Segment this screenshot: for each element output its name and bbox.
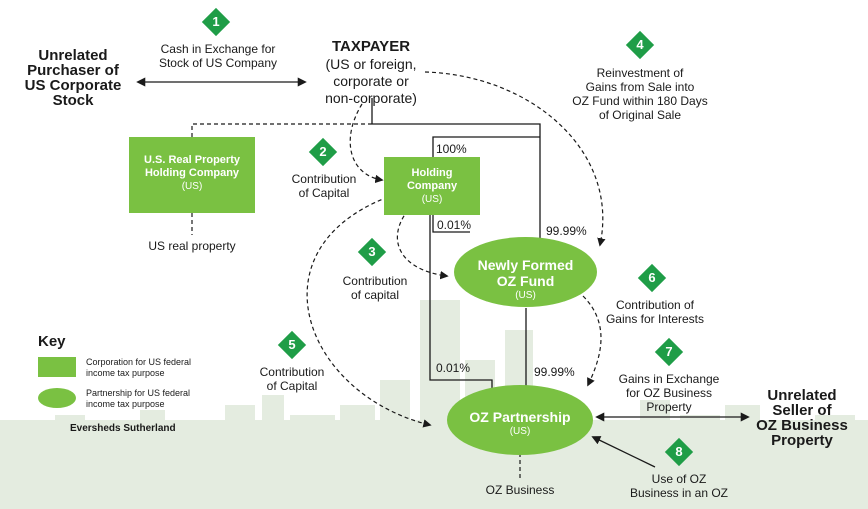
step-8-line-2: Business in an OZ: [629, 486, 729, 500]
step-4-line-3: OZ Fund within 180 Days: [572, 94, 708, 108]
step-5-badge: 5: [277, 330, 307, 360]
step-6-badge: 6: [637, 263, 667, 293]
purchaser-line-3: US Corporate: [24, 77, 122, 94]
real-property-co-line-2: Holding Company: [144, 167, 240, 179]
key-partnership-line-1: Partnership for US federal: [86, 388, 191, 398]
firm-name: Eversheds Sutherland: [70, 423, 176, 434]
taxpayer-line-2: corporate or: [333, 73, 409, 89]
purchaser-line-4: Stock: [52, 92, 94, 109]
holding-to-partnership-line: [429, 215, 493, 390]
step-2-line-2: of Capital: [298, 186, 350, 200]
step-8-line-1: Use of OZ: [651, 472, 707, 486]
key-title: Key: [38, 333, 66, 350]
taxpayer-to-real-property-dashed: [191, 123, 372, 137]
seller-line-3: OZ Business: [756, 417, 848, 434]
step-2-curve: [349, 103, 384, 184]
step-1-line-1: Cash in Exchange for: [160, 42, 276, 56]
partnership-holding-pct: 0.01%: [436, 361, 471, 375]
step-8-label: Use of OZ Business in an OZ: [624, 472, 734, 500]
real-property-holding-company: U.S. Real Property Holding Company (US): [129, 137, 255, 213]
step-7-label: Gains in Exchange for OZ Business Proper…: [614, 372, 724, 414]
step-4-curve: [424, 71, 606, 247]
key-corporation-text: Corporation for US federal income tax pu…: [86, 357, 191, 379]
step-4-line-4: of Original Sale: [598, 108, 682, 122]
step-6-line-2: Gains for Interests: [605, 312, 705, 326]
step-4-line-2: Gains from Sale into: [585, 80, 695, 94]
seller-line-2: Seller of: [772, 402, 832, 419]
step-6-line-1: Contribution of: [615, 298, 695, 312]
step-1-label: Cash in Exchange for Stock of US Company: [148, 42, 288, 70]
step-6-label: Contribution of Gains for Interests: [600, 298, 710, 326]
partnership-fund-pct: 99.99%: [534, 365, 575, 379]
step-8-arrow: [591, 436, 656, 468]
step-5-line-2: of Capital: [266, 379, 318, 393]
step-7-line-1: Gains in Exchange: [618, 372, 720, 386]
holding-ownership-pct: 100%: [436, 142, 467, 156]
step-3-line-1: Contribution: [342, 274, 408, 288]
oz-partnership: OZ Partnership (US): [447, 385, 593, 455]
taxpayer-block: TAXPAYER (US or foreign, corporate or no…: [298, 38, 444, 107]
holding-co-jurisdiction: (US): [421, 194, 443, 205]
step-3-badge: 3: [357, 237, 387, 267]
step-7-line-2: for OZ Business: [625, 386, 713, 400]
holding-ownership-line: [432, 136, 540, 157]
step-1-line-2: Stock of US Company: [158, 56, 278, 70]
real-property-asset-label: US real property: [148, 239, 236, 253]
step-2-line-1: Contribution: [291, 172, 357, 186]
real-property-co-line-1: U.S. Real Property: [144, 154, 240, 166]
holding-company: Holding Company (US): [384, 157, 480, 215]
step-5-label: Contribution of Capital: [247, 365, 337, 393]
seller-line-4: Property: [771, 432, 833, 449]
fund-holding-pct: 0.01%: [437, 218, 472, 232]
step-8-badge: 8: [664, 437, 694, 467]
seller-line-1: Unrelated: [767, 387, 837, 404]
step-2-label: Contribution of Capital: [279, 172, 369, 200]
purchaser-block: Unrelated Purchaser of US Corporate Stoc…: [14, 48, 132, 108]
purchaser-line-2: Purchaser of: [27, 62, 119, 79]
key-partnership-text: Partnership for US federal income tax pu…: [86, 388, 190, 410]
step-7-badge: 7: [654, 337, 684, 367]
step-4-line-1: Reinvestment of: [596, 66, 684, 80]
key-corporation-swatch: [38, 357, 76, 377]
purchaser-line-1: Unrelated: [38, 47, 108, 64]
taxpayer-line-1: (US or foreign,: [325, 56, 417, 72]
oz-fund-jurisdiction: (US): [515, 290, 536, 301]
key-partnership-swatch: [38, 388, 76, 408]
holding-co-line-2: Company: [406, 180, 458, 192]
key-corporation-line-1: Corporation for US federal: [86, 357, 192, 367]
oz-business-asset-label: OZ Business: [485, 483, 555, 497]
step-5-curve: [306, 196, 432, 428]
real-property-co-jurisdiction: (US): [181, 181, 203, 192]
step-2-badge: 2: [308, 137, 338, 167]
step-5-line-1: Contribution: [259, 365, 325, 379]
step-1-badge: 1: [201, 7, 231, 37]
newly-formed-oz-fund: Newly Formed OZ Fund (US): [454, 237, 597, 307]
step-4-badge: 4: [625, 30, 655, 60]
holding-to-fund-line: [432, 215, 470, 233]
step-7-line-3: Property: [646, 400, 692, 414]
fund-taxpayer-pct: 99.99%: [546, 224, 587, 238]
key-partnership-line-2: income tax purpose: [86, 399, 165, 409]
key-corporation-line-2: income tax purpose: [86, 368, 165, 378]
taxpayer-line-3: non-corporate): [325, 90, 417, 106]
step-3-line-2: of capital: [350, 288, 400, 302]
holding-co-line-1: Holding: [411, 167, 453, 179]
taxpayer-title: TAXPAYER: [331, 38, 411, 55]
step-6-curve: [582, 295, 602, 387]
step-3-curve: [396, 209, 449, 280]
step-3-label: Contribution of capital: [330, 274, 420, 302]
step-4-label: Reinvestment of Gains from Sale into OZ …: [565, 66, 715, 122]
oz-partnership-jurisdiction: (US): [509, 426, 531, 437]
oz-fund-line-1: Newly Formed: [477, 257, 574, 273]
oz-fund-line-2: OZ Fund: [496, 273, 555, 289]
oz-partnership-name: OZ Partnership: [469, 409, 571, 425]
seller-block: Unrelated Seller of OZ Business Property: [748, 388, 856, 448]
